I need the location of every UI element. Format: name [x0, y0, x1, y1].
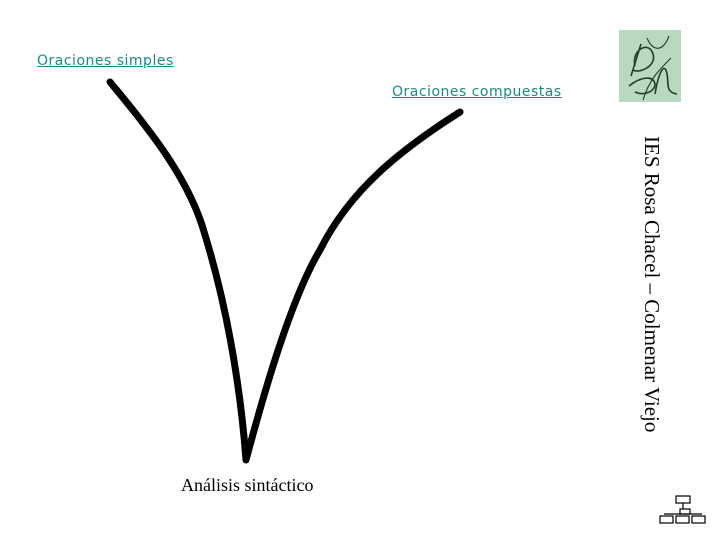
- link-oraciones-simples[interactable]: Oraciones simples: [37, 53, 174, 69]
- school-logo-icon: [619, 30, 681, 102]
- link-oraciones-compuestas[interactable]: Oraciones compuestas: [392, 84, 562, 100]
- school-name-vertical: IES Rosa Chacel – Colmenar Viejo: [640, 136, 664, 433]
- sitemap-icon[interactable]: [658, 494, 710, 526]
- page-title: Análisis sintáctico: [181, 475, 314, 495]
